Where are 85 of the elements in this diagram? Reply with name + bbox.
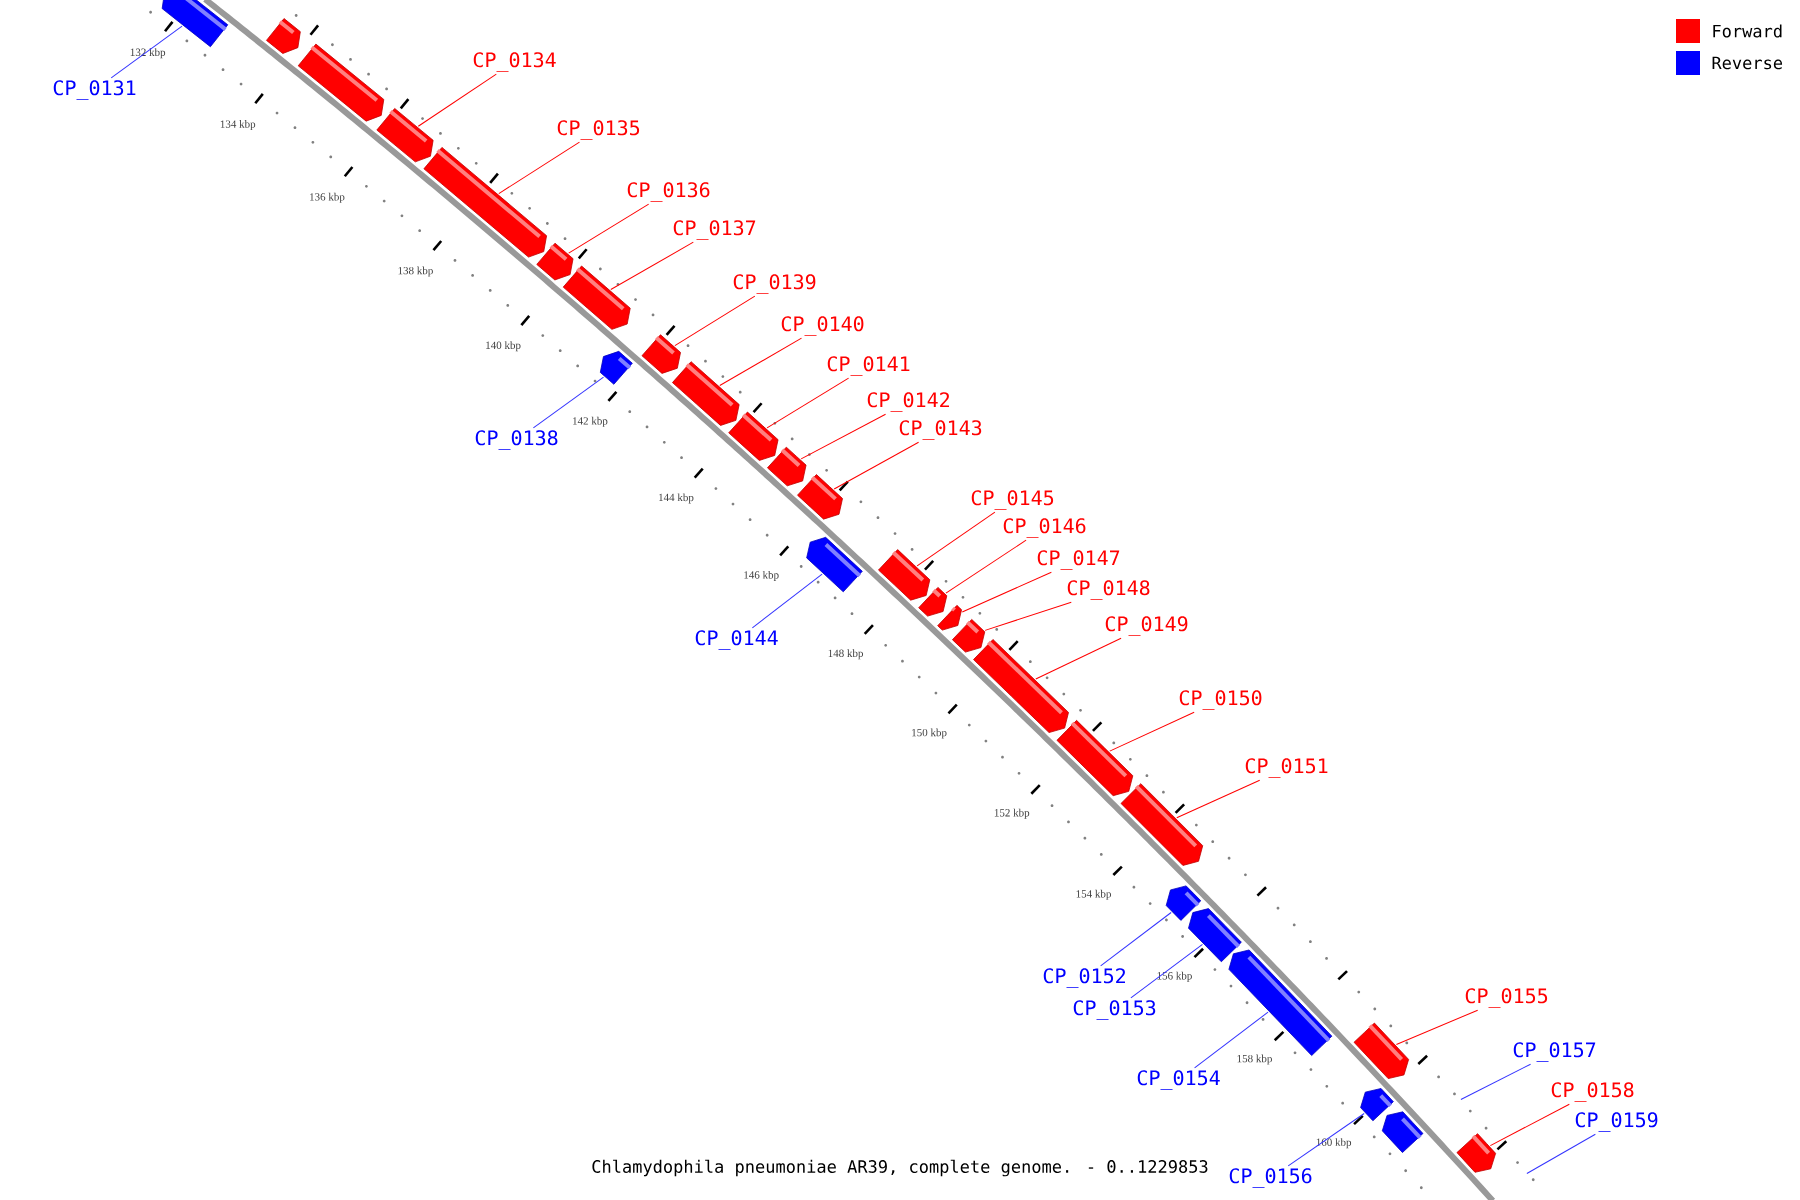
gene-label: CP_0145 — [971, 490, 1054, 510]
leader-line — [498, 141, 580, 195]
gene-block — [797, 474, 843, 520]
gene-block — [1456, 1133, 1496, 1173]
gene-block — [728, 411, 779, 461]
gene-block — [376, 108, 434, 163]
legend-label: Forward — [1713, 24, 1782, 38]
gene-block — [1381, 1111, 1424, 1153]
gene-label: CP_0158 — [1551, 1082, 1634, 1102]
gene-label: CP_0150 — [1179, 690, 1262, 710]
leader-line — [1100, 912, 1172, 967]
leader-line — [610, 241, 694, 291]
gene-label: CP_0141 — [827, 356, 910, 376]
gene-label: CP_0144 — [695, 630, 778, 650]
legend-label: Reverse — [1712, 56, 1783, 70]
gene-block — [562, 265, 631, 330]
gene-label: CP_0136 — [627, 182, 710, 202]
leader-line — [1526, 1133, 1596, 1174]
gene-block — [423, 147, 547, 258]
gene-label: CP_0157 — [1513, 1042, 1596, 1062]
gene-label: CP_0156 — [1229, 1168, 1312, 1188]
gene-block — [266, 18, 301, 54]
gene-label: CP_0135 — [557, 120, 640, 140]
gene-block — [1188, 908, 1242, 963]
gene-label: CP_0143 — [899, 420, 982, 440]
gene-block — [1165, 885, 1202, 921]
gene-block — [937, 604, 962, 631]
gene-label: CP_0149 — [1105, 616, 1188, 636]
leader-line — [945, 539, 1027, 594]
leader-line — [110, 25, 183, 79]
gene-block — [599, 350, 633, 385]
leader-line — [568, 203, 650, 254]
gene-block — [1360, 1088, 1394, 1122]
gene-block — [297, 43, 385, 122]
leader-line — [961, 571, 1052, 613]
caption: Chlamydophila pneumoniae AR39, complete genome. - 0..1229853 — [592, 1159, 1208, 1177]
gene-block — [1353, 1022, 1409, 1079]
leader-line — [1109, 711, 1195, 752]
gene-label: CP_0151 — [1245, 758, 1328, 778]
leader-line — [674, 295, 756, 347]
gene-label: CP_0147 — [1037, 550, 1120, 570]
leader-line — [532, 376, 605, 429]
gene-label: CP_0154 — [1137, 1070, 1220, 1090]
gene-block — [641, 334, 681, 374]
gene-label: CP_0148 — [1067, 580, 1150, 600]
leader-line — [1194, 1011, 1269, 1069]
leader-line — [800, 413, 887, 460]
gene-block — [1120, 783, 1204, 866]
leader-line — [1395, 1009, 1479, 1045]
gene-label: CP_0152 — [1043, 968, 1125, 988]
leader-line — [1489, 1103, 1570, 1147]
gene-label: CP_0142 — [867, 392, 949, 412]
leader-line — [1176, 779, 1261, 819]
gene-block — [918, 587, 948, 617]
gene-block — [767, 446, 807, 487]
leader-line — [1460, 1063, 1532, 1101]
leader-line — [1130, 943, 1203, 999]
gene-label: CP_0138 — [475, 430, 558, 450]
gene-block — [878, 549, 931, 601]
gene-label: CP_0134 — [473, 52, 556, 72]
leader-line — [751, 573, 823, 629]
gene-label: CP_0153 — [1073, 1000, 1156, 1020]
gene-block — [536, 242, 574, 281]
leader-line — [916, 511, 996, 567]
gene-label: CP_0131 — [53, 80, 136, 100]
gene-label: CP_0137 — [673, 220, 756, 240]
leader-line — [833, 441, 920, 490]
gene-label: CP_0159 — [1575, 1112, 1658, 1132]
gene-block — [973, 639, 1069, 733]
gene-block — [952, 619, 986, 653]
gene-label: CP_0155 — [1465, 988, 1548, 1008]
leader-line — [417, 73, 497, 127]
leader-line — [766, 377, 850, 429]
gene-block — [672, 361, 740, 426]
gene-block — [1228, 949, 1333, 1056]
gene-block — [161, 0, 229, 48]
gene-block — [806, 536, 863, 593]
gene-label: CP_0146 — [1003, 518, 1086, 538]
gene-block — [1056, 719, 1134, 797]
gene-label: CP_0139 — [733, 274, 816, 294]
leader-line — [1287, 1112, 1365, 1167]
leader-line — [984, 601, 1072, 631]
gene-label: CP_0140 — [781, 316, 864, 336]
leader-line — [719, 337, 802, 386]
leader-line — [1035, 637, 1122, 680]
